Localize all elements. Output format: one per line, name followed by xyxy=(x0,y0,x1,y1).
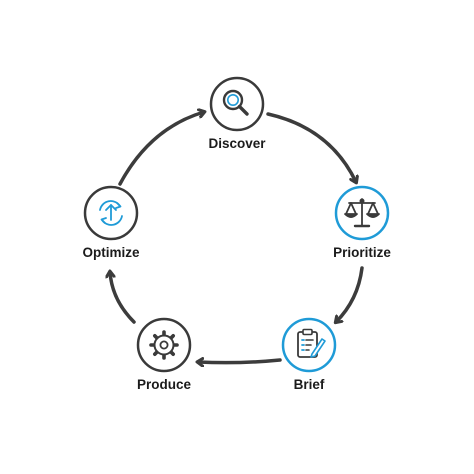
stage-label-discover: Discover xyxy=(208,136,266,151)
clipboard-pen-icon xyxy=(297,328,326,358)
stage-label-produce: Produce xyxy=(137,377,192,392)
stage-discover: Discover xyxy=(208,76,266,151)
refresh-growth-icon xyxy=(99,200,123,226)
arrow-produce-to-optimize xyxy=(110,272,136,324)
stage-produce: Produce xyxy=(136,317,192,392)
magnifying-glass-icon xyxy=(222,89,249,116)
stage-optimize: Optimize xyxy=(82,185,140,260)
arrow-optimize-to-discover xyxy=(118,112,204,186)
arrow-discover-to-prioritize xyxy=(266,112,356,182)
stage-label-optimize: Optimize xyxy=(82,245,139,260)
stage-brief: Brief xyxy=(281,317,337,392)
stage-prioritize: Prioritize xyxy=(333,185,391,260)
balance-scale-icon xyxy=(344,198,380,228)
stage-label-prioritize: Prioritize xyxy=(333,245,391,260)
arrow-brief-to-produce xyxy=(198,360,282,363)
arrow-prioritize-to-brief xyxy=(336,266,364,322)
gear-icon xyxy=(149,330,179,360)
stage-label-brief: Brief xyxy=(294,377,325,392)
